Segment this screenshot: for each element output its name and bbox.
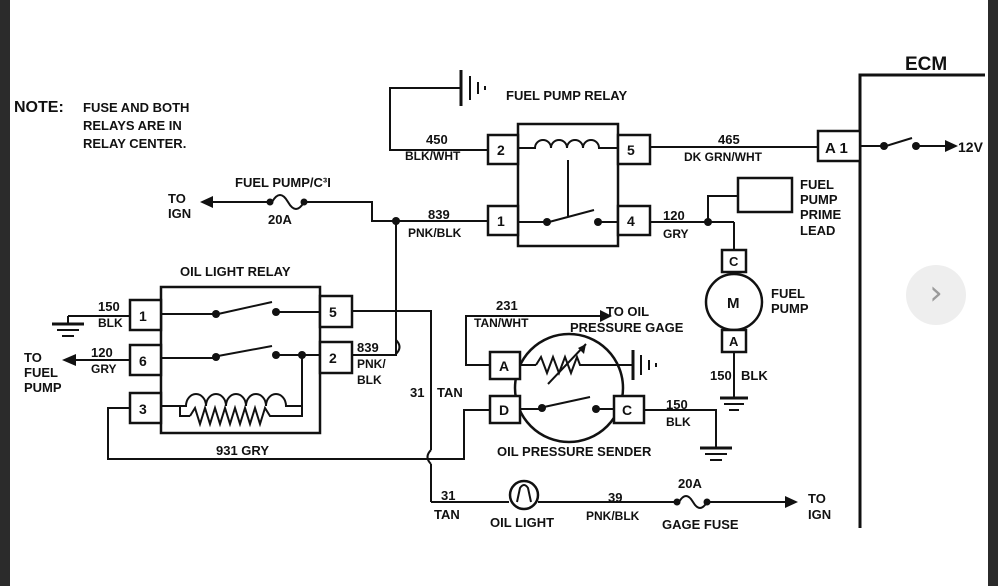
ecm-voltage: 12V	[958, 139, 984, 155]
to-ign-1-l2: IGN	[168, 206, 191, 221]
wire-31b-color: TAN	[434, 507, 460, 522]
oil-light-circuit: 31 TAN OIL LIGHT 39 PNK/BLK 20A GAGE FUS…	[431, 476, 831, 532]
to-fuel-pump-l1: TO	[24, 350, 42, 365]
olr-pin-1: 1	[139, 308, 147, 324]
fuel-pump-fuse-name: FUEL PUMP/C³I	[235, 175, 331, 190]
wire-465-num: 465	[718, 132, 740, 147]
fuel-pump-fuse: FUEL PUMP/C³I TO IGN 20A	[168, 175, 488, 227]
wire-231-num: 231	[496, 298, 518, 313]
wire-839-num: 839	[428, 207, 450, 222]
oil-gage-l1: TO OIL	[606, 304, 649, 319]
oil-light-label: OIL LIGHT	[490, 515, 554, 530]
wiring-diagram: ECM A 1 12V NOTE: FUSE AND BOTH RELAYS A…	[14, 54, 985, 532]
wire-931-label: 931 GRY	[216, 443, 269, 458]
oil-gage-l2: PRESSURE GAGE	[570, 320, 684, 335]
fuel-pump-relay-title: FUEL PUMP RELAY	[506, 88, 627, 103]
wire-120-num: 120	[663, 208, 685, 223]
wire-839-color: PNK/BLK	[408, 226, 462, 240]
olr-pin-2: 2	[329, 350, 337, 366]
ecm-title: ECM	[905, 54, 947, 75]
to-ign-2-l2: IGN	[808, 507, 831, 522]
sender-pin-d: D	[499, 402, 509, 418]
wire-120l-num: 120	[91, 345, 113, 360]
fuel-pump-fuse-rating: 20A	[268, 212, 292, 227]
wire-839b-num: 839	[357, 340, 379, 355]
wire-31b-num: 31	[441, 488, 455, 503]
prime-lead-l3: PRIME	[800, 207, 842, 222]
to-fuel-pump-l2: FUEL	[24, 365, 58, 380]
fpr-pin-5-label: 5	[627, 142, 635, 158]
gage-fuse-rating: 20A	[678, 476, 702, 491]
oil-pressure-sender: 231 TAN/WHT TO OIL PRESSURE GAGE A D C	[465, 298, 732, 461]
wire-150s-color: BLK	[666, 415, 691, 429]
wire-450-num: 450	[426, 132, 448, 147]
fuel-pump-label-2: PUMP	[771, 301, 809, 316]
wire-150p-num: 150	[710, 368, 732, 383]
fuel-pump-pin-c: C	[729, 254, 739, 269]
olr-pin-6: 6	[139, 353, 147, 369]
wire-120l-color: GRY	[91, 362, 117, 376]
note-label: NOTE:	[14, 99, 64, 116]
wire-465-color: DK GRN/WHT	[684, 150, 763, 164]
oil-light-relay-title: OIL LIGHT RELAY	[180, 264, 291, 279]
wire-39-num: 39	[608, 490, 622, 505]
note-line-1: FUSE AND BOTH	[83, 100, 189, 115]
fpr-pin-4-label: 4	[627, 213, 635, 229]
fpr-pin-1-label: 1	[497, 213, 505, 229]
ecm-pin-label: A 1	[825, 140, 848, 157]
fuel-pump-pin-a: A	[729, 334, 739, 349]
fuel-pump-motor-m: M	[727, 295, 740, 312]
wire-450-color: BLK/WHT	[405, 149, 461, 163]
sender-pin-a: A	[499, 358, 509, 374]
wire-150-color: BLK	[98, 316, 123, 330]
fuel-pump-prime-lead: FUEL PUMP PRIME LEAD	[736, 176, 842, 238]
wire-31-num: 31	[410, 385, 424, 400]
fuel-pump-label-1: FUEL	[771, 286, 805, 301]
diagram-sheet: ECM A 1 12V NOTE: FUSE AND BOTH RELAYS A…	[10, 0, 988, 586]
to-ign-2-l1: TO	[808, 491, 826, 506]
oil-light-relay: OIL LIGHT RELAY 1 5 6 2 3	[128, 264, 354, 435]
wire-839b-color-2: BLK	[357, 373, 382, 387]
wire-231-color: TAN/WHT	[474, 316, 529, 330]
sender-title: OIL PRESSURE SENDER	[497, 444, 652, 459]
wire-39-color: PNK/BLK	[586, 509, 640, 523]
olr-pin-3: 3	[139, 401, 147, 417]
next-image-button[interactable]: ›	[906, 265, 966, 325]
fpr-pin-4	[616, 204, 652, 237]
prime-lead-l2: PUMP	[800, 192, 838, 207]
note-line-3: RELAY CENTER.	[83, 136, 186, 151]
fpr-pin-2	[486, 133, 520, 166]
to-ign-1-l1: TO	[168, 191, 186, 206]
wire-150p-color: BLK	[741, 368, 768, 383]
note-block: NOTE: FUSE AND BOTH RELAYS ARE IN RELAY …	[14, 99, 189, 151]
chevron-right-icon: ›	[929, 273, 943, 313]
sender-pin-c: C	[622, 402, 632, 418]
olr-pin-5: 5	[329, 304, 337, 320]
fuel-pump-relay: FUEL PUMP RELAY 2 5 1 4	[389, 70, 652, 248]
to-fuel-pump-l3: PUMP	[24, 380, 62, 395]
ecm-module: ECM A 1 12V	[816, 54, 985, 528]
wire-120-color: GRY	[663, 227, 689, 241]
wire-31-color: TAN	[437, 385, 463, 400]
fuel-pump-motor: C M A FUEL PUMP 150 BLK	[704, 248, 809, 411]
wire-150s-num: 150	[666, 397, 688, 412]
fpr-pin-2-label: 2	[497, 142, 505, 158]
note-line-2: RELAYS ARE IN	[83, 118, 182, 133]
wire-839b-color-1: PNK/	[357, 357, 386, 371]
wire-150-num: 150	[98, 299, 120, 314]
fpr-pin-5	[616, 133, 652, 166]
prime-lead-l1: FUEL	[800, 177, 834, 192]
prime-lead-l4: LEAD	[800, 223, 835, 238]
fpr-pin-1	[486, 204, 520, 237]
gage-fuse-name: GAGE FUSE	[662, 517, 739, 532]
